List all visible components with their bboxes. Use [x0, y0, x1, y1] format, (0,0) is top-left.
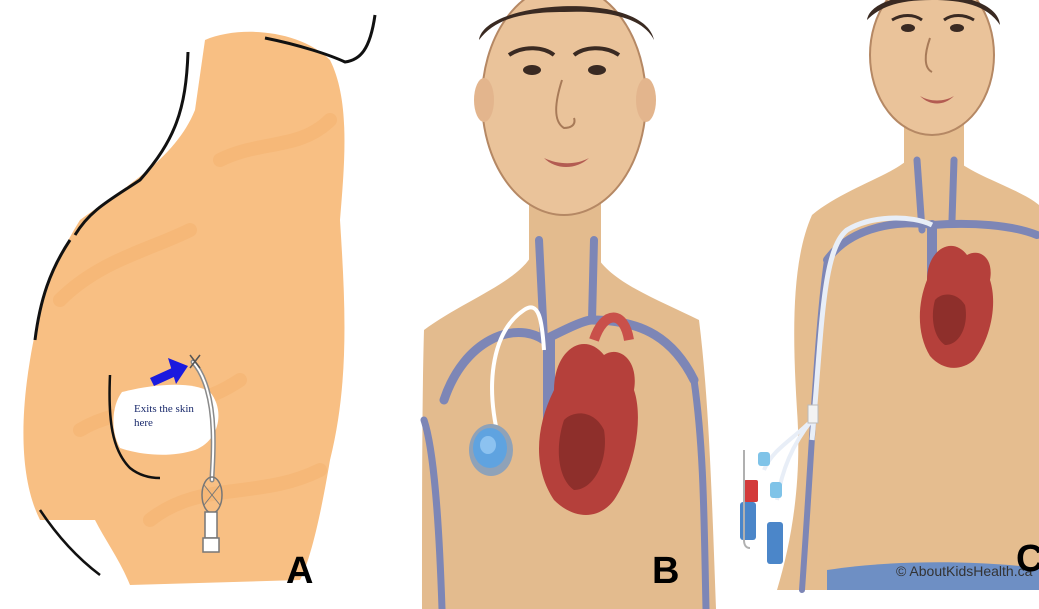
panel-label-c: C [1016, 540, 1039, 578]
exit-skin-annotation: Exits the skin here [134, 402, 214, 430]
panel-a: Exits the skin here A [0, 0, 400, 609]
head [870, 0, 994, 135]
implanted-port [469, 424, 513, 476]
copyright-text: © AboutKidsHealth.ca [896, 563, 1032, 579]
panel-c-illustration [732, 0, 1039, 609]
panel-b: B [404, 0, 716, 609]
panel-label-a: A [286, 552, 313, 590]
head [482, 0, 646, 215]
ear-right [636, 78, 656, 122]
panel-b-illustration [404, 0, 716, 609]
panel-label-b: B [652, 552, 679, 590]
ear-left [474, 78, 494, 122]
panel-c: © AboutKidsHealth.ca C [732, 0, 1039, 609]
panel-a-illustration [0, 0, 400, 609]
